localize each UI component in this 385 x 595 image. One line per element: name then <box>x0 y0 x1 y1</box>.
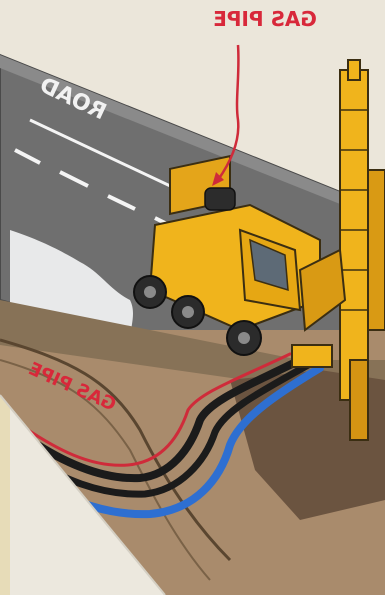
top-gas-pipe-label: GAS PIPE <box>213 7 317 31</box>
